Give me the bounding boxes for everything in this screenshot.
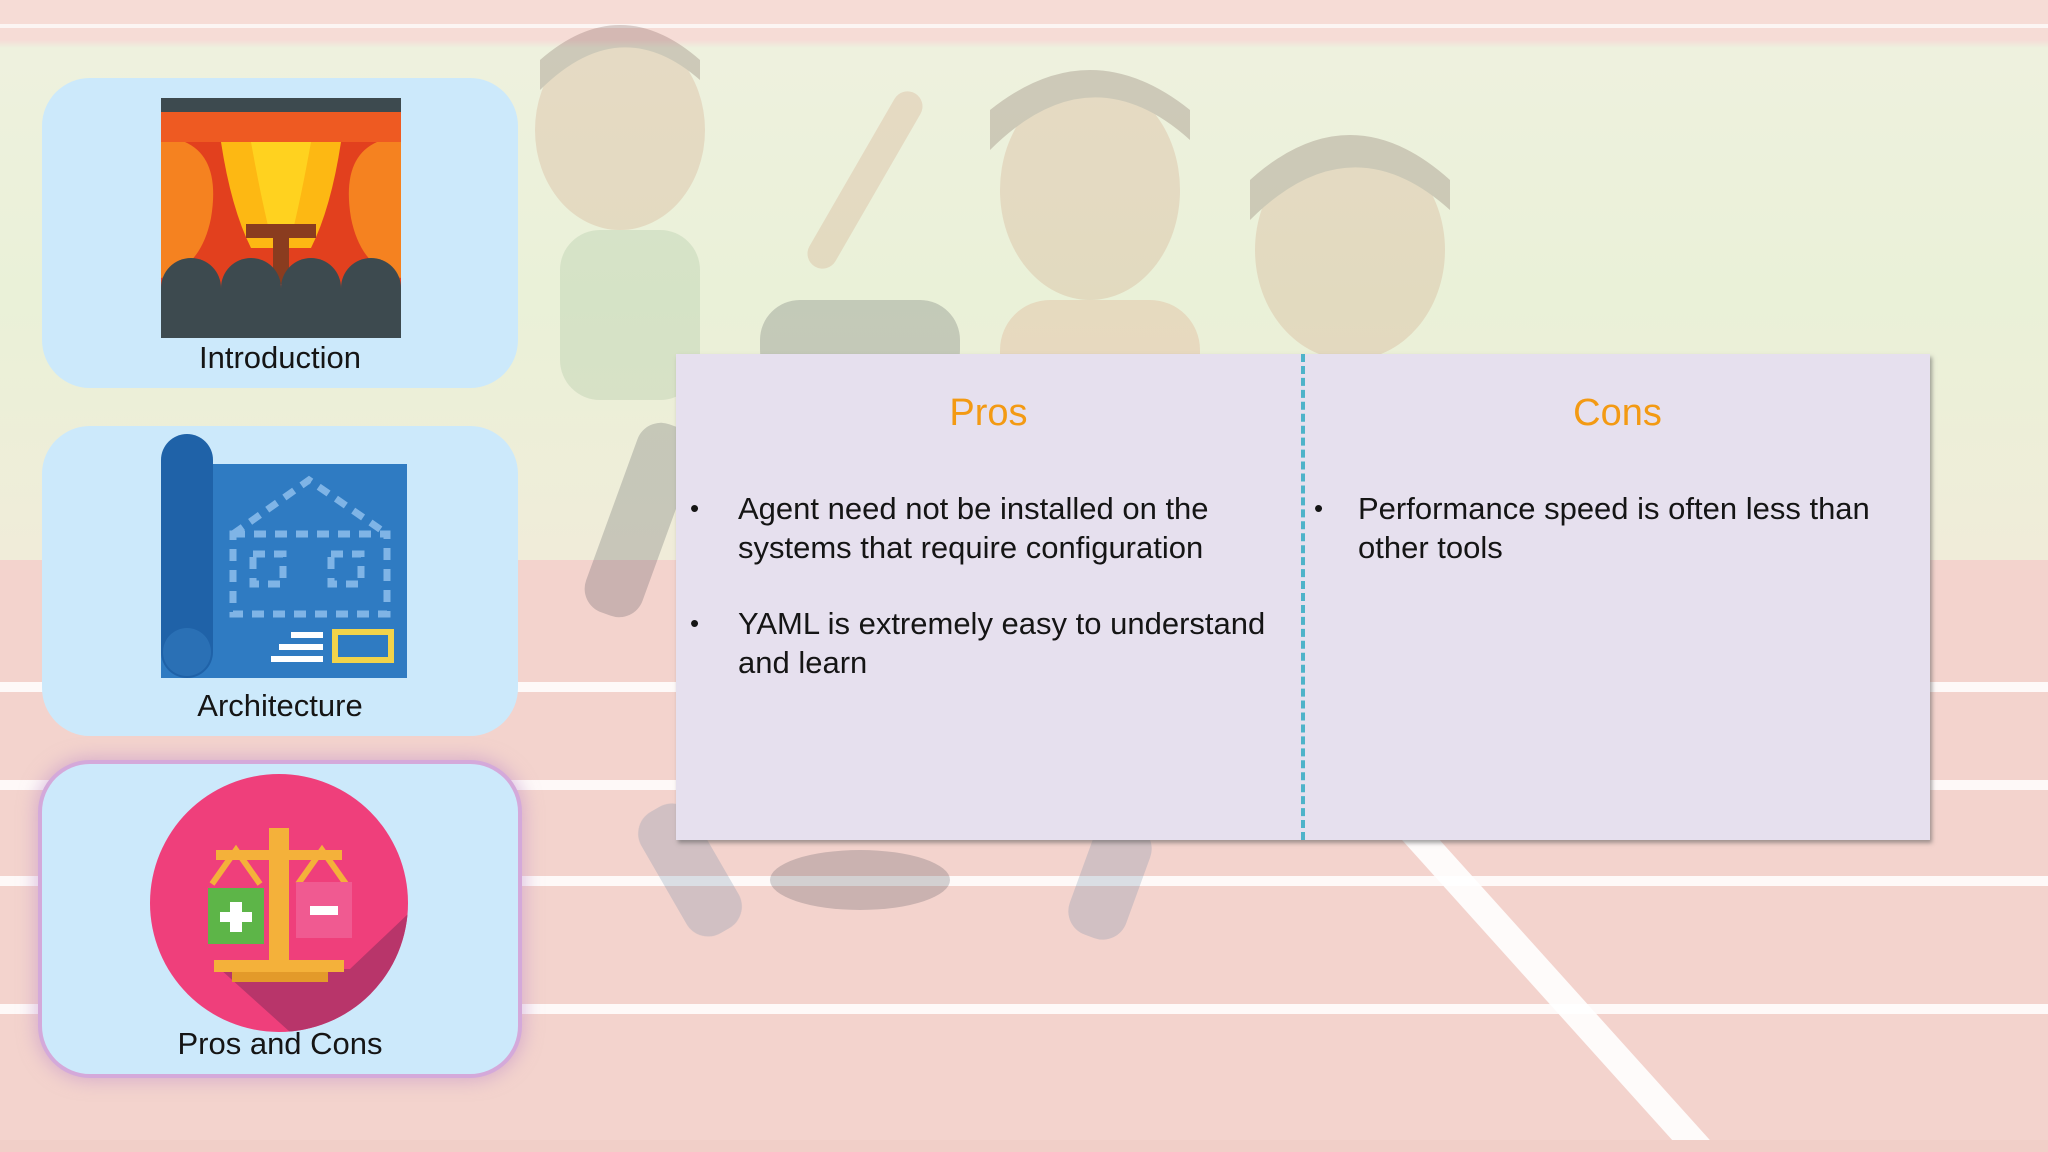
nav-card-label: Pros and Cons [177, 1026, 383, 1061]
nav-card-introduction[interactable]: Introduction [42, 78, 518, 388]
list-item: • YAML is extremely easy to understand a… [676, 604, 1301, 682]
nav-card-architecture[interactable]: Architecture [42, 426, 518, 736]
background-bottom-bar [0, 1140, 2048, 1152]
theater-stage-icon [161, 98, 401, 343]
list-item: • Agent need not be installed on the sys… [676, 489, 1301, 567]
pros-column: Pros • Agent need not be installed on th… [676, 354, 1301, 840]
cons-list: • Performance speed is often less than o… [1305, 489, 1930, 567]
track-lane-line [0, 876, 2048, 886]
balance-scale-icon [150, 774, 408, 1037]
list-item-text: Agent need not be installed on the syste… [738, 491, 1209, 565]
list-item: • Performance speed is often less than o… [1305, 489, 1930, 567]
track-lane-line [0, 1004, 2048, 1014]
bullet-icon: • [690, 608, 700, 638]
bullet-icon: • [690, 493, 700, 523]
list-item-text: Performance speed is often less than oth… [1358, 491, 1870, 565]
blueprint-icon [161, 434, 407, 683]
pros-heading: Pros [949, 392, 1028, 434]
cons-heading: Cons [1573, 392, 1662, 434]
cons-column: Cons • Performance speed is often less t… [1305, 354, 1930, 840]
background-stripe [0, 24, 2048, 28]
nav-card-label: Introduction [199, 340, 361, 375]
list-item-text: YAML is extremely easy to understand and… [738, 606, 1266, 680]
pros-list: • Agent need not be installed on the sys… [676, 489, 1301, 682]
bullet-icon: • [1314, 493, 1324, 523]
column-divider [1301, 354, 1305, 840]
nav-card-pros-and-cons[interactable]: Pros and Cons [42, 764, 518, 1074]
pros-cons-panel: Pros • Agent need not be installed on th… [676, 354, 1930, 840]
nav-card-label: Architecture [197, 688, 363, 723]
